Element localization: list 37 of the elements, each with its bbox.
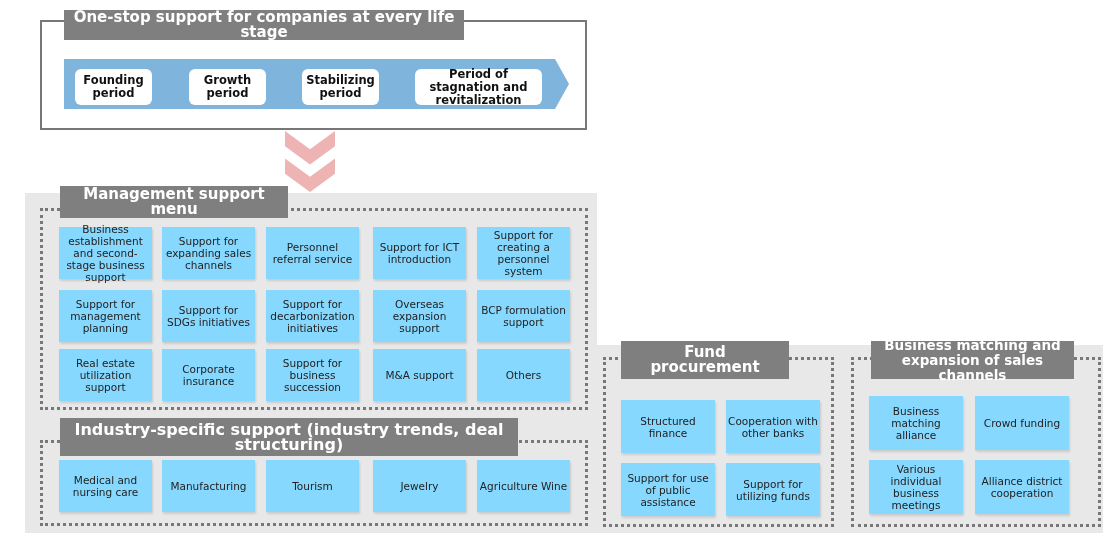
service-box: Support for utilizing funds <box>726 463 820 516</box>
service-box: Support for business succession <box>266 349 359 401</box>
chevron-arrow <box>285 131 335 192</box>
service-box: Agriculture Wine <box>477 460 570 512</box>
service-box: M&A support <box>373 349 466 401</box>
service-box: Crowd funding <box>975 396 1069 450</box>
service-box: Support for expanding sales channels <box>162 227 255 279</box>
service-box: Support for management planning <box>59 290 152 342</box>
heading-tab: Industry-specific support (industry trends, deal structuring) <box>60 418 518 456</box>
service-box: Personnel referral service <box>266 227 359 279</box>
stage-box: Growth period <box>189 69 266 105</box>
service-box: Support for creating a personnel system <box>477 227 570 279</box>
heading-tab: Fund procurement <box>621 341 789 379</box>
service-box: Business matching alliance <box>869 396 963 450</box>
service-box: Structured finance <box>621 400 715 453</box>
service-box: Support for ICT introduction <box>373 227 466 279</box>
service-box: Medical and nursing care <box>59 460 152 512</box>
service-box: Real estate utilization support <box>59 349 152 401</box>
heading-tab: Business matching and expansion of sales channels <box>871 341 1074 379</box>
service-box: Support for decarbonization initiatives <box>266 290 359 342</box>
service-box: Manufacturing <box>162 460 255 512</box>
service-box: Cooperation with other banks <box>726 400 820 453</box>
service-box: Corporate insurance <box>162 349 255 401</box>
stage-box: Period of stagnation and revitalization <box>415 69 542 105</box>
service-box: Others <box>477 349 570 401</box>
stage-box: Founding period <box>75 69 152 105</box>
service-box: Jewelry <box>373 460 466 512</box>
service-box: Support for SDGs initiatives <box>162 290 255 342</box>
heading-tab: Management support menu <box>60 186 288 218</box>
service-box: Overseas expansion support <box>373 290 466 342</box>
service-box: Support for use of public assistance <box>621 463 715 516</box>
service-box: Alliance district cooperation <box>975 460 1069 514</box>
service-box: Various individual business meetings <box>869 460 963 514</box>
service-box: BCP formulation support <box>477 290 570 342</box>
heading-tab: One-stop support for companies at every life stage <box>64 10 464 40</box>
stage-box: Stabilizing period <box>302 69 379 105</box>
service-box: Tourism <box>266 460 359 512</box>
